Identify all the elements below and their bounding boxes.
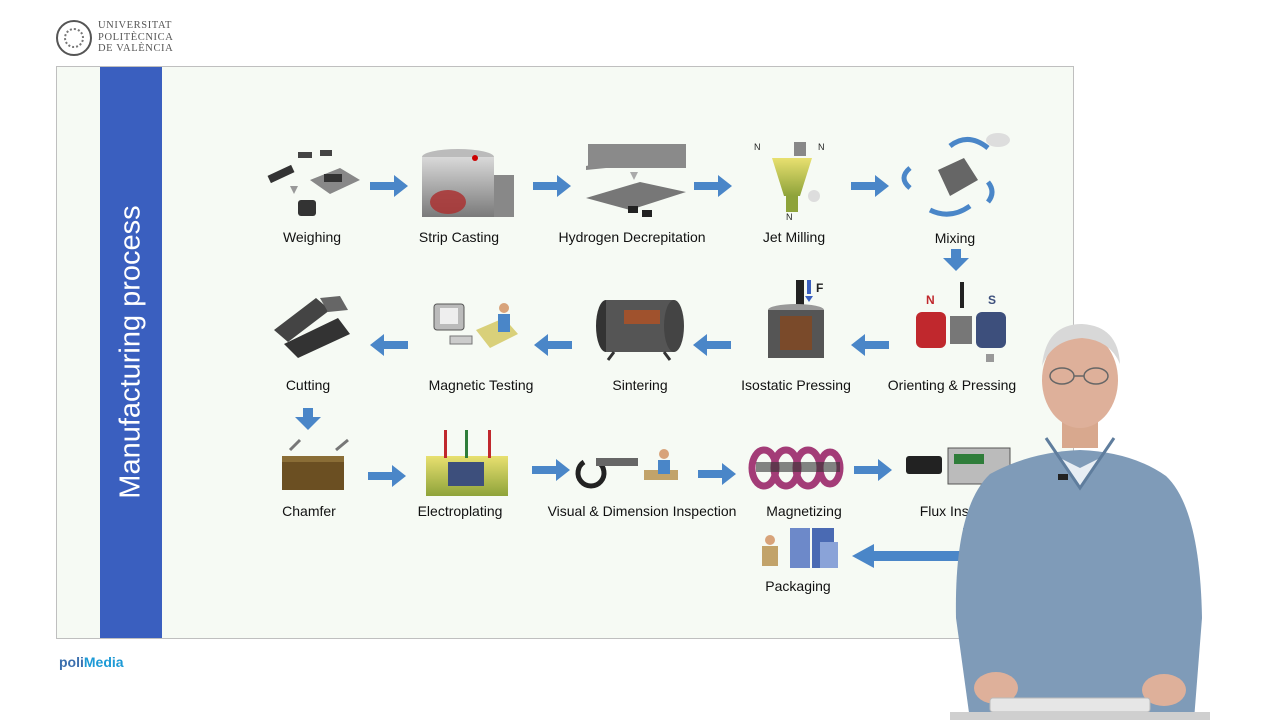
arrow-left <box>693 334 731 356</box>
step-label-strip-casting: Strip Casting <box>418 229 500 245</box>
sintering-icon <box>596 300 684 361</box>
arrow-right <box>368 465 406 487</box>
step-label-hydrogen-decrepitation: Hydrogen Decrepitation <box>558 229 706 245</box>
arrow-left <box>851 334 889 356</box>
packaging-icon <box>762 528 838 568</box>
step-label-sintering: Sintering <box>612 377 668 393</box>
arrow-right <box>854 459 892 481</box>
university-seal-icon <box>56 20 92 56</box>
arrow-return-head <box>852 544 874 568</box>
force-label: F <box>816 281 823 295</box>
step-label-packaging: Packaging <box>765 578 831 594</box>
slide <box>56 66 1074 639</box>
step-label-orienting-pressing: Orienting & Pressing <box>887 377 1017 393</box>
mixing-icon <box>901 133 1010 217</box>
step-label-isostatic-pressing: Isostatic Pressing <box>741 377 851 393</box>
step-label-electroplating: Electroplating <box>417 503 503 519</box>
magnetizing-icon <box>748 446 844 490</box>
electroplating-icon <box>426 430 508 496</box>
strip-casting-icon <box>422 149 514 217</box>
arrow-left <box>370 334 408 356</box>
chamfer-icon <box>282 438 349 490</box>
cutting-icon <box>274 296 350 358</box>
university-logo: UNIVERSITAT POLITÈCNICA DE VALÈNCIA <box>56 18 186 58</box>
jet-milling-icon: N N N <box>754 142 825 222</box>
arrow-right <box>694 175 732 197</box>
presenter <box>950 324 1210 720</box>
arrow-right <box>533 175 571 197</box>
step-label-mixing: Mixing <box>934 230 976 246</box>
n2-symbol: N <box>818 142 825 152</box>
step-label-cutting: Cutting <box>285 377 331 393</box>
step-label-jet-milling: Jet Milling <box>762 229 826 245</box>
isostatic-pressing-icon: F <box>768 280 824 358</box>
magnetic-testing-icon <box>433 303 518 348</box>
arrow-right <box>370 175 408 197</box>
arrow-right <box>851 175 889 197</box>
n2-symbol: N <box>754 142 761 152</box>
university-name: UNIVERSITAT POLITÈCNICA DE VALÈNCIA <box>98 20 174 54</box>
step-label-chamfer: Chamfer <box>282 503 336 519</box>
south-pole-label: S <box>988 293 996 307</box>
step-label-magnetic-testing: Magnetic Testing <box>428 377 534 393</box>
arrow-down <box>295 408 321 430</box>
hydrogen-decrepitation-icon <box>586 144 686 217</box>
arrow-left <box>534 334 572 356</box>
slide-sidebar <box>100 67 162 638</box>
step-label-visual-dimension-inspection: Visual & Dimension Inspection <box>547 503 737 519</box>
arrow-right <box>698 463 736 485</box>
orienting-pressing-icon: N S <box>916 282 1006 362</box>
step-label-magnetizing: Magnetizing <box>766 503 842 519</box>
north-pole-label: N <box>926 293 935 307</box>
step-label-weighing: Weighing <box>282 229 342 245</box>
inspection-icon <box>575 449 678 489</box>
n2-symbol: N <box>786 212 793 222</box>
arrow-down <box>943 249 969 271</box>
polimedia-logo: poliMedia <box>59 654 124 670</box>
weighing-icon <box>267 150 360 216</box>
arrow-right <box>532 459 570 481</box>
